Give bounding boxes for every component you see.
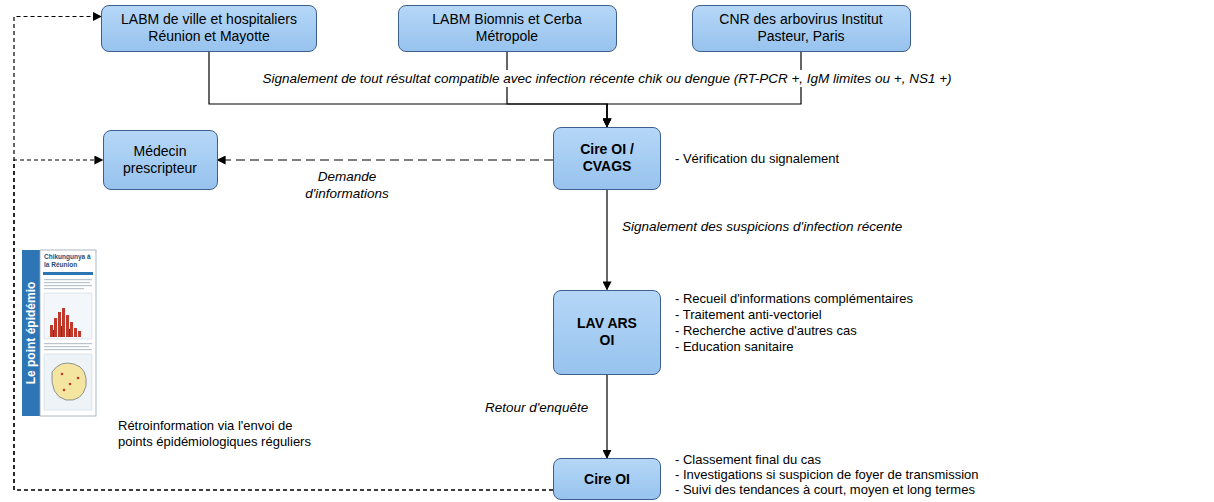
bulletin-band — [22, 250, 40, 416]
edge-label: Signalement de tout résultat compatible … — [260, 70, 953, 87]
box-text: Médecin prescripteur — [113, 143, 208, 177]
note-text: - Education sanitaire — [675, 339, 794, 355]
box-text: LAV ARS OI — [577, 315, 637, 349]
edge-label: Demande d'informations — [290, 168, 404, 202]
process-box: Médecin prescripteur — [103, 130, 218, 190]
box-text: CNR des arbovirus Institut Pasteur, Pari… — [719, 11, 884, 45]
bulletin-rule — [43, 272, 93, 275]
bulletin-heading: Chikungunya à la Réunion — [44, 253, 92, 269]
process-box: Cire OI / CVAGS — [553, 127, 661, 190]
box-text: LABM de ville et hospitaliers Réunion et… — [109, 11, 309, 45]
bulletin-map — [52, 363, 86, 400]
box-text: LABM Biomnis et Cerba Métropole — [422, 11, 592, 45]
bulletin-bars — [50, 308, 81, 337]
connector — [209, 52, 607, 127]
process-box: LABM Biomnis et Cerba Métropole — [398, 5, 617, 52]
connector — [606, 190, 607, 290]
connector — [218, 159, 554, 160]
note-text: - Classement final du cas — [675, 452, 821, 468]
bulletin-map-frame — [44, 354, 92, 410]
connector — [14, 17, 553, 491]
connector — [606, 375, 607, 459]
bulletin-title: Le point épidémio — [24, 282, 38, 385]
note-text: - Vérification du signalement — [675, 151, 839, 167]
process-box: LABM de ville et hospitaliers Réunion et… — [101, 5, 317, 52]
process-box: Cire OI — [553, 458, 661, 500]
connector — [607, 52, 801, 127]
box-text: Cire OI / CVAGS — [565, 141, 650, 175]
connector — [507, 52, 607, 127]
process-box: LAV ARS OI — [553, 290, 661, 375]
bulletin-page — [40, 250, 96, 416]
bulletin-lines — [44, 279, 92, 350]
note-text: - Recherche active d'autres cas — [675, 323, 857, 339]
box-text: Cire OI — [562, 471, 652, 488]
note-text: Rétroinformation via l'envoi de points é… — [118, 418, 323, 450]
bulletin-chart — [44, 293, 92, 339]
edge-label: Retour d'enquête — [483, 399, 590, 416]
note-text: - Investigations si suspicion de foyer d… — [675, 467, 978, 483]
process-box: CNR des arbovirus Institut Pasteur, Pari… — [692, 5, 911, 52]
bulletin-bars-dark — [53, 326, 70, 337]
note-text: - Suivi des tendances à court, moyen et … — [675, 482, 975, 498]
note-text: - Recueil d'informations complémentaires — [675, 291, 913, 307]
edge-label: Signalement des suspicions d'infection r… — [620, 218, 904, 235]
connector — [14, 160, 553, 490]
note-text: - Traitement anti-vectoriel — [675, 307, 822, 323]
bulletin-map-dots — [61, 373, 80, 392]
